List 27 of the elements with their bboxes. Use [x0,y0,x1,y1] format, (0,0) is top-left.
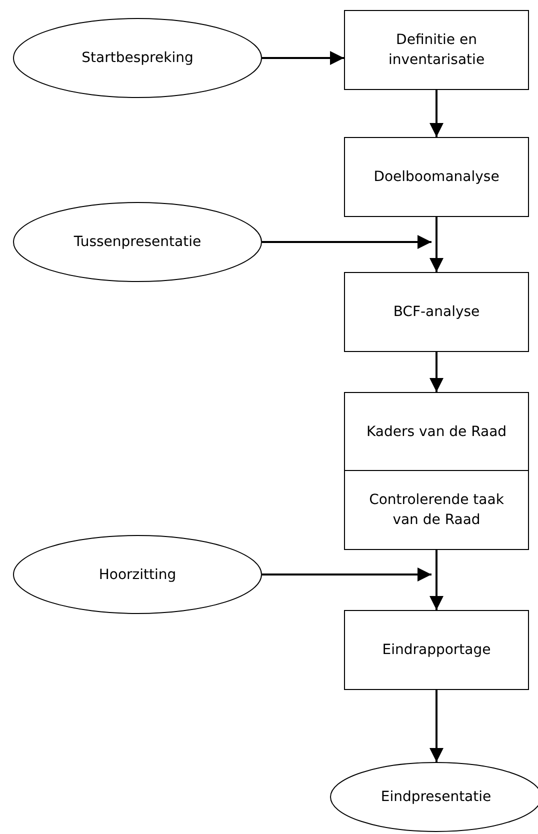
process-box [344,470,529,550]
node-label: Hoorzitting [98,566,178,584]
arrow [430,690,444,762]
process-box [344,272,529,352]
arrow [430,217,444,272]
arrow [430,352,444,392]
arrow [262,235,432,249]
process-box [344,137,529,217]
process-box [344,610,529,690]
node-label: BCF-analyse [392,303,481,322]
node-label: Controlerende taak van de Raad [368,491,505,530]
process-box [344,10,529,90]
node-label: Eindrapportage [381,641,492,660]
process-box [344,392,529,471]
node-label: Tussenpresentatie [72,233,202,252]
node-label: Kaders van de Raad [365,422,508,442]
node-label: Startbespreking [80,49,194,68]
arrow [430,550,444,610]
arrow [262,568,432,582]
arrow [430,90,444,137]
terminal-ellipse [13,535,262,614]
arrow [262,51,344,65]
node-label: Eindpresentatie [380,788,492,807]
node-label: Doelboomanalyse [372,168,500,187]
terminal-ellipse [13,202,262,282]
terminal-ellipse [13,18,262,98]
node-label: Definitie en inventarisatie [387,31,486,70]
